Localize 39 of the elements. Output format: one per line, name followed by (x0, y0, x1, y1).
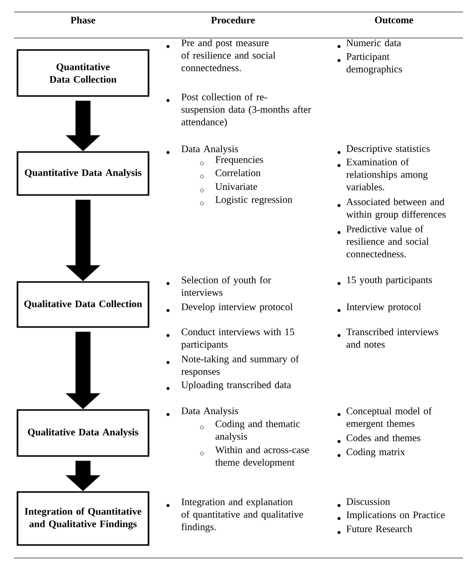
list-item: Frequencies (215, 156, 264, 165)
list-item: Post collection of re-suspension data (3-months after attendance) (181, 93, 312, 128)
list-item: Predictive value of resilience and social connectedness. (346, 225, 429, 258)
list-item: Transcribed interviews and notes (346, 328, 438, 348)
list-item: Data Analysis (181, 145, 238, 154)
list-item: Implications on Practice (346, 511, 445, 520)
phase-box: Qualitative Data Collection (16, 281, 150, 328)
list-item: Correlation (216, 169, 261, 176)
list-item: 15 youth participants (347, 276, 432, 286)
list-item: Codes and themes (346, 434, 420, 442)
column-header: Outcome (375, 16, 414, 24)
list-item: Participant demographics (346, 53, 402, 74)
list-item: Pre and post measure of resilience and social connectedness. (181, 39, 276, 72)
list-item: Logistic regression (215, 196, 292, 205)
list-item: Associated between and within group differences (346, 198, 446, 220)
list-item: Integration and explanation of quantitative and qualitative findings. (182, 498, 304, 532)
list-item: Within and across-case theme development (215, 446, 309, 468)
list-item: Coding and thematic analysis (216, 420, 300, 442)
list-item: Note-taking and summary of responses (181, 355, 299, 377)
list-item: Descriptive statistics (346, 145, 430, 154)
list-item: Examination of relationships among variables. (346, 158, 428, 190)
list-item: Discussion (346, 498, 390, 505)
list-item: Develop interview protocol (181, 303, 293, 312)
list-item: Conceptual model of emergent themes (346, 407, 432, 429)
phase-box: Quantitative Data Analysis (16, 151, 150, 196)
list-item: Data Analysis (181, 407, 238, 416)
list-item: Uploading transcribed data (181, 381, 292, 390)
list-item: Future Research (346, 525, 412, 532)
phase-box: Integration of Quantitative and Qualitative Findings (16, 491, 150, 546)
list-item: Numeric data (346, 39, 402, 46)
phase-box: Quantitative Data Collection (16, 49, 150, 97)
column-header: Procedure (211, 16, 255, 24)
list-item: Selection of youth for interviews (181, 276, 272, 296)
list-item: Coding matrix (346, 448, 405, 458)
phase-box: Qualitative Data Analysis (16, 409, 150, 457)
list-item: Interview protocol (346, 303, 421, 312)
list-item: Conduct interviews with 15 participants (181, 328, 294, 350)
column-header: Phase (70, 16, 96, 24)
list-item: Univariate (215, 183, 258, 190)
